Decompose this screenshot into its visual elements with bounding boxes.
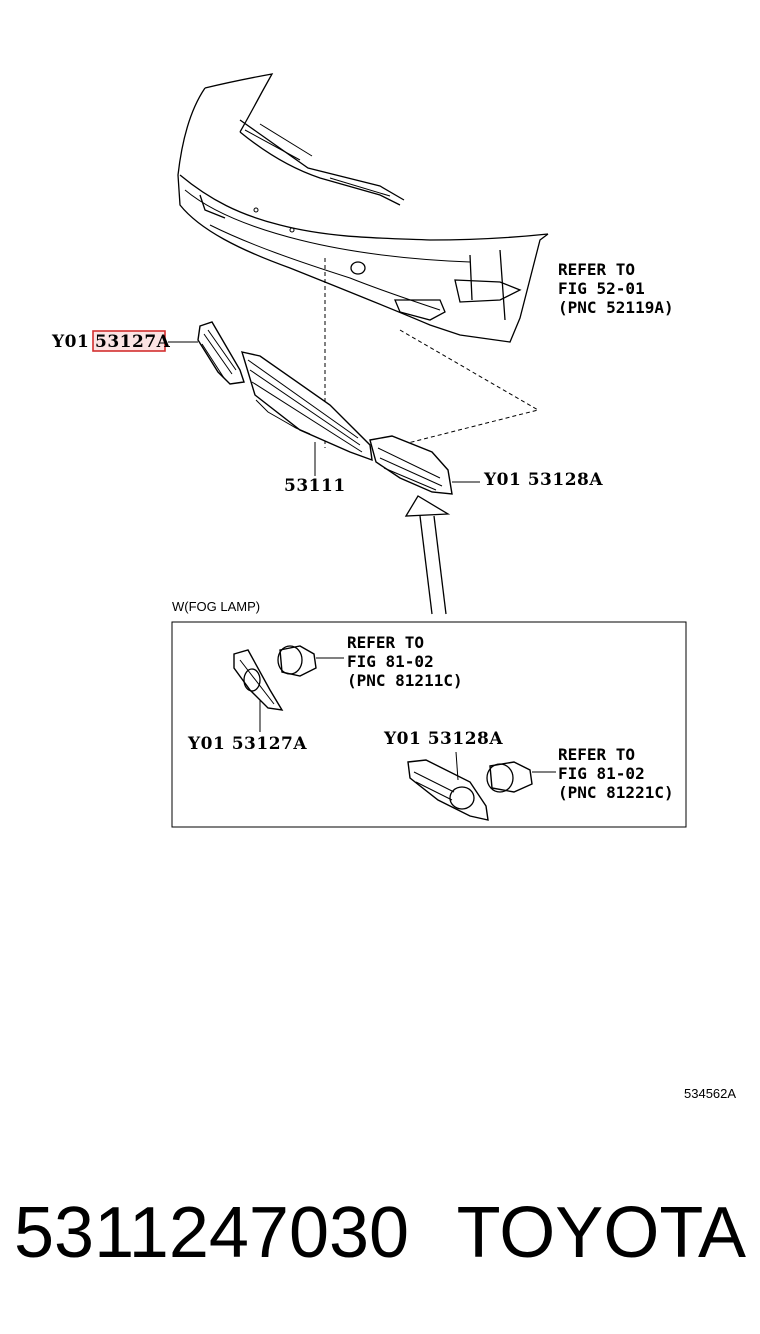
refer-fog-right-line1: REFER TO <box>558 745 635 764</box>
refer-fog-right-line2[interactable]: FIG 81-02 <box>558 764 645 783</box>
fog-lamp-title: W(FOG LAMP) <box>172 599 260 614</box>
figure-id: 534562A <box>684 1086 736 1101</box>
refer-fog-left-line1: REFER TO <box>347 633 424 652</box>
part-number: 5311247030 <box>14 1193 410 1273</box>
fog-lamp-right-drawing <box>486 761 533 793</box>
fog-lamp-box <box>171 621 687 828</box>
footer: 5311247030 TOYOTA <box>14 1188 746 1278</box>
center-grille-drawing <box>240 351 373 462</box>
right-grille-drawing <box>369 435 453 495</box>
label-fog-left[interactable]: Y01 53127A <box>187 734 307 754</box>
parts-diagram: Y01 53127A 53111 Y01 53128A REFER TO FIG… <box>51 73 736 1101</box>
label-top-left-prefix: Y01 <box>51 332 89 352</box>
fog-left-grille-drawing <box>233 649 284 711</box>
arrow-icon <box>404 495 451 615</box>
highlight-box <box>92 330 166 352</box>
fog-right-grille-drawing <box>407 759 489 821</box>
label-center-grille[interactable]: 53111 <box>284 476 346 496</box>
refer-fog-right-line3: (PNC 81221C) <box>558 783 674 802</box>
bumper-cover-drawing <box>177 73 549 343</box>
refer-bumper-line3: (PNC 52119A) <box>558 298 674 317</box>
label-top-left-code[interactable]: 53127A <box>95 332 171 352</box>
fog-lamp-left-drawing <box>277 645 317 677</box>
refer-fog-left-line3: (PNC 81211C) <box>347 671 463 690</box>
refer-fog-left-line2[interactable]: FIG 81-02 <box>347 652 434 671</box>
label-fog-right[interactable]: Y01 53128A <box>383 729 503 749</box>
refer-bumper-line1: REFER TO <box>558 260 635 279</box>
left-grille-drawing <box>197 321 245 385</box>
refer-bumper-line2[interactable]: FIG 52-01 <box>558 279 645 298</box>
label-top-right[interactable]: Y01 53128A <box>483 470 603 490</box>
brand-name: TOYOTA <box>456 1193 746 1273</box>
